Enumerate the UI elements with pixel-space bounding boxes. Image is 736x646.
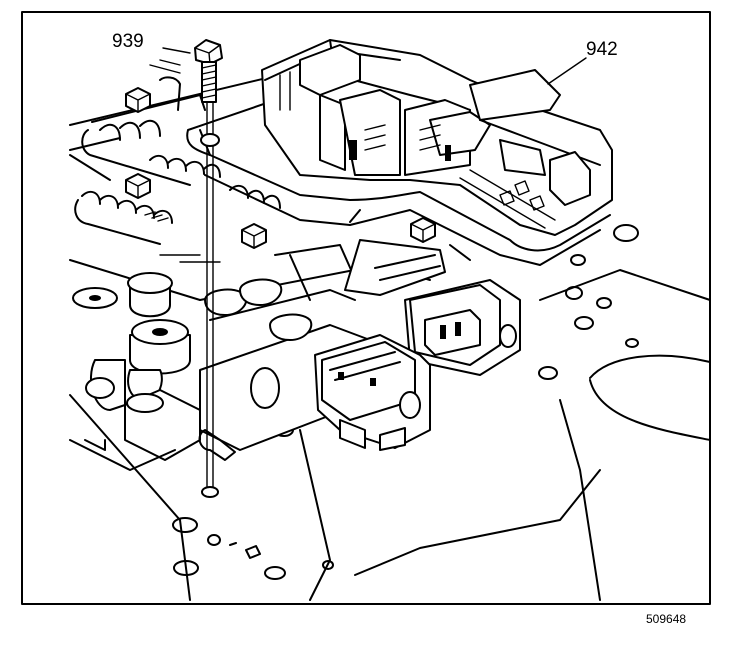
figure-number: 509648 xyxy=(646,612,687,626)
bolt-head xyxy=(125,173,151,199)
bolt-head xyxy=(410,217,436,243)
hex-bolts xyxy=(125,87,436,249)
bolt-head xyxy=(241,223,267,249)
bolt-939 xyxy=(162,39,236,498)
leader-942 xyxy=(547,57,587,85)
valve-posts xyxy=(69,272,201,471)
control-module-942 xyxy=(261,39,613,236)
callout-942: 942 xyxy=(586,39,618,60)
valve-springs xyxy=(69,76,281,301)
valve-body-plate xyxy=(69,69,711,601)
callout-939: 939 xyxy=(112,31,144,52)
diagram-border xyxy=(21,11,711,605)
bolt-939-hatch xyxy=(149,59,181,74)
bolt-head xyxy=(125,87,151,113)
solenoid-connector-center xyxy=(314,334,431,451)
